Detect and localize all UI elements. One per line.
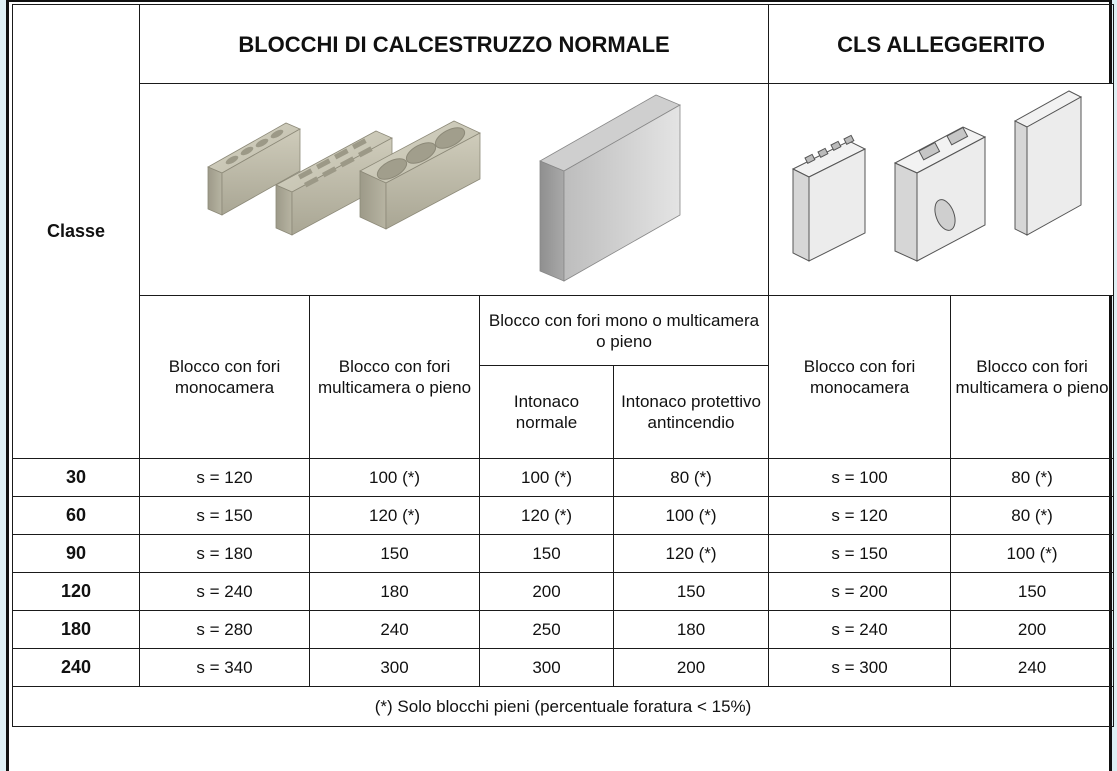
table-cell: s = 120 — [768, 496, 952, 535]
row-classe: 180 — [12, 610, 140, 649]
col-header-mono-multi: Blocco con fori mono o multicamera o pie… — [478, 295, 770, 366]
table-cell: s = 340 — [139, 648, 310, 687]
table-frame: Classe BLOCCHI DI CALCESTRUZZO NORMALE C… — [6, 0, 1115, 771]
table-cell: 300 — [479, 648, 614, 687]
classe-header: Classe — [12, 4, 140, 459]
col-header-monocamera: Blocco con fori monocamera — [139, 295, 310, 459]
table-cell: s = 240 — [768, 610, 952, 649]
row-classe: 240 — [12, 648, 140, 687]
table-cell: 100 (*) — [309, 458, 480, 497]
table-cell: 180 — [612, 610, 770, 649]
table-cell: s = 280 — [139, 610, 310, 649]
table-cell: s = 100 — [768, 458, 952, 497]
lightweight-blocks-image-cell — [768, 83, 1115, 296]
table-cell: 150 — [950, 572, 1115, 611]
lightweight-blocks-image — [791, 89, 1083, 262]
table-cell: s = 180 — [139, 534, 310, 573]
table-cell: s = 200 — [768, 572, 952, 611]
col-header-intonaco-normale: Intonaco normale — [479, 365, 614, 459]
table-row: 90 s = 180 150 150 120 (*) s = 150 100 (… — [12, 534, 1115, 573]
fire-resistance-table: Classe BLOCCHI DI CALCESTRUZZO NORMALE C… — [11, 4, 1115, 727]
table-cell: 100 (*) — [612, 496, 770, 535]
table-cell: 250 — [479, 610, 614, 649]
table-cell: 120 (*) — [612, 534, 770, 573]
col-header-light-multicamera: Blocco con fori multicamera o pieno — [950, 295, 1115, 459]
table-cell: 200 — [479, 572, 614, 611]
table-row: 120 s = 240 180 200 150 s = 200 150 — [12, 572, 1115, 611]
table-row: 30 s = 120 100 (*) 100 (*) 80 (*) s = 10… — [12, 458, 1115, 497]
table-cell: 100 (*) — [479, 458, 614, 497]
table-cell: 200 — [612, 648, 770, 687]
table-cell: 150 — [309, 534, 480, 573]
normal-blocks-image-cell — [138, 83, 770, 296]
table-cell: 200 — [950, 610, 1115, 649]
table-cell: s = 240 — [139, 572, 310, 611]
table-cell: 150 — [612, 572, 770, 611]
table-row: 60 s = 150 120 (*) 120 (*) 100 (*) s = 1… — [12, 496, 1115, 535]
table-cell: s = 120 — [139, 458, 310, 497]
table-cell: s = 150 — [768, 534, 952, 573]
row-classe: 90 — [12, 534, 140, 573]
concrete-blocks-image — [207, 94, 681, 282]
table-cell: 240 — [309, 610, 480, 649]
table-row: 240 s = 340 300 300 200 s = 300 240 — [12, 648, 1115, 687]
lightweight-concrete-header: CLS ALLEGGERITO — [768, 4, 1115, 84]
table-cell: 80 (*) — [950, 458, 1115, 497]
table-cell: 80 (*) — [612, 458, 770, 497]
table-cell: s = 150 — [139, 496, 310, 535]
col-header-light-monocamera: Blocco con fori monocamera — [768, 295, 952, 459]
table-row: 180 s = 280 240 250 180 s = 240 200 — [12, 610, 1115, 649]
row-classe: 30 — [12, 458, 140, 497]
normal-concrete-header: BLOCCHI DI CALCESTRUZZO NORMALE — [138, 4, 770, 84]
table-cell: 150 — [479, 534, 614, 573]
table-cell: 120 (*) — [479, 496, 614, 535]
row-classe: 60 — [12, 496, 140, 535]
table-cell: 100 (*) — [950, 534, 1115, 573]
table-cell: 300 — [309, 648, 480, 687]
col-header-intonaco-antincendio: Intonaco protettivo antincendio — [612, 365, 770, 459]
table-cell: 120 (*) — [309, 496, 480, 535]
table-cell: s = 300 — [768, 648, 952, 687]
col-header-multicamera: Blocco con fori multicamera o pieno — [309, 295, 480, 459]
row-classe: 120 — [12, 572, 140, 611]
footnote: (*) Solo blocchi pieni (percentuale fora… — [11, 686, 1115, 727]
table-cell: 180 — [309, 572, 480, 611]
table-cell: 240 — [950, 648, 1115, 687]
table-cell: 80 (*) — [950, 496, 1115, 535]
